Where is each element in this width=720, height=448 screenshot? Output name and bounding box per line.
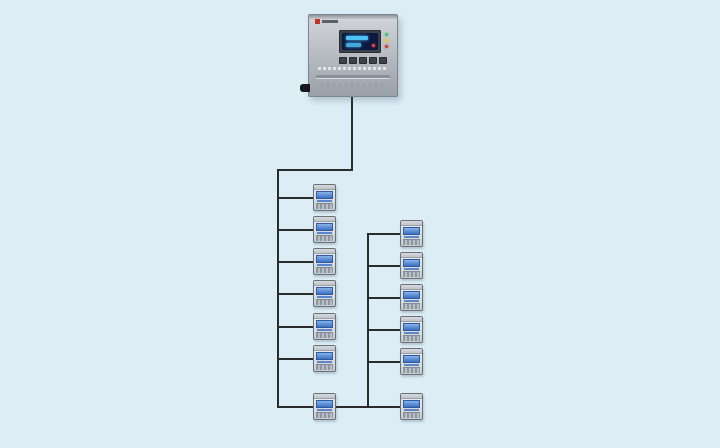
detector-top-cap [314,314,335,319]
wire-segment-right-stub [368,297,401,299]
display-glass [342,33,378,50]
detector-terminal-block [316,235,333,241]
fault-led [385,39,388,42]
wire-segment-branch-horizontal [277,169,353,171]
detector-node-right-9 [400,252,423,279]
display-readout-line [346,36,368,40]
panel-button [379,57,387,64]
alarm-led [385,45,388,48]
wire-segment-bottom-run [277,406,405,408]
detector-node-left-5 [313,313,336,340]
detector-screen [403,291,420,299]
button-row [339,57,387,64]
detector-screen [403,259,420,267]
detector-top-cap [314,346,335,351]
logo-mark-icon [315,19,320,24]
detector-terminal-block [403,412,420,418]
detector-terminal-block [316,299,333,305]
detector-screen [316,287,333,295]
wire-segment-left-bus [277,169,279,408]
detector-terminal-block [316,267,333,273]
wire-segment-right-stub [368,329,401,331]
controller-display [339,30,381,53]
detector-top-cap [314,249,335,254]
wire-segment-left-stub [278,358,314,360]
wire-segment-left-stub [278,197,314,199]
detector-terminal-block [316,203,333,209]
wire-segment-right-stub [368,361,401,363]
wire-segment-left-stub [278,326,314,328]
detector-screen [316,400,333,408]
detector-screen [403,323,420,331]
detector-terminal-block [403,367,420,373]
panel-button [349,57,357,64]
display-readout-line [346,43,361,47]
panel-text-line [318,67,388,70]
detector-screen [316,352,333,360]
detector-top-cap [401,317,422,322]
detector-top-cap [401,394,422,399]
wire-segment-main-drop [351,95,353,170]
detector-top-cap [314,281,335,286]
brand-logo [315,19,338,24]
detector-node-right-11 [400,316,423,343]
detector-screen [403,227,420,235]
detector-node-right-12 [400,348,423,375]
panel-button [359,57,367,64]
detector-node-right-10 [400,284,423,311]
detector-screen [316,223,333,231]
wire-segment-right-bus [367,233,369,408]
detector-node-left-6 [313,345,336,372]
wire-segment-left-stub [278,261,314,263]
wire-segment-left-stub [278,293,314,295]
side-conduit [300,84,310,92]
detector-terminal-block [316,364,333,370]
detector-top-cap [401,349,422,354]
wire-segment-left-stub [278,229,314,231]
wire-segment-right-stub [368,233,401,235]
detector-terminal-block [403,303,420,309]
detector-node-left-7 [313,393,336,420]
detector-top-cap [314,185,335,190]
detector-node-right-13 [400,393,423,420]
detector-top-cap [314,394,335,399]
wire-segment-right-stub [368,265,401,267]
detector-node-right-8 [400,220,423,247]
panel-groove [316,75,390,79]
detector-screen [316,255,333,263]
logo-text-block [322,20,338,23]
detector-top-cap [401,253,422,258]
detector-terminal-block [316,332,333,338]
detector-screen [403,400,420,408]
controller-panel [300,14,398,97]
detector-screen [403,355,420,363]
panel-button [369,57,377,64]
panel-vents [321,83,385,87]
alarm-led [372,44,375,47]
detector-terminal-block [316,412,333,418]
detector-top-cap [401,285,422,290]
detector-node-left-2 [313,216,336,243]
detector-node-left-4 [313,280,336,307]
power-led [385,33,388,36]
detector-terminal-block [403,239,420,245]
detector-node-left-1 [313,184,336,211]
detector-terminal-block [403,335,420,341]
panel-button [339,57,347,64]
detector-top-cap [401,221,422,226]
detector-screen [316,320,333,328]
detector-terminal-block [403,271,420,277]
status-led-column [385,33,388,48]
detector-node-left-3 [313,248,336,275]
detector-screen [316,191,333,199]
detector-top-cap [314,217,335,222]
